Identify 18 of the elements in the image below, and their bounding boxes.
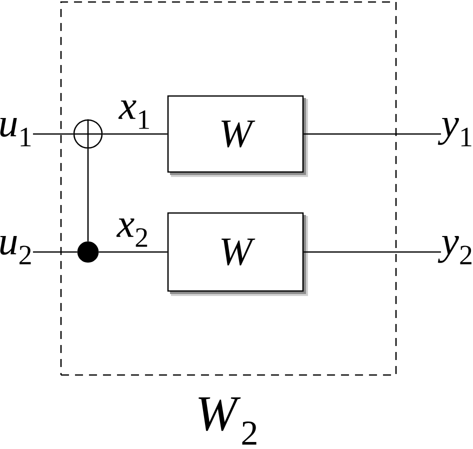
wire bbox=[102, 133, 168, 135]
wire bbox=[304, 133, 441, 135]
output-label: y$_{2}$ bbox=[438, 236, 472, 264]
input-label: u$_{2}$ bbox=[0, 236, 31, 264]
wire bbox=[33, 251, 78, 253]
wire bbox=[87, 148, 89, 242]
control-dot bbox=[77, 241, 99, 263]
process-box: W bbox=[167, 95, 308, 177]
output-label: y$_{1}$ bbox=[438, 118, 472, 146]
edge-label: x$_{2}$ bbox=[116, 217, 150, 248]
input-label: u$_{1}$ bbox=[0, 118, 31, 146]
process-box: W bbox=[167, 212, 308, 296]
wire bbox=[33, 133, 74, 135]
frame-label: W$_{2}$ bbox=[198, 397, 256, 445]
wire bbox=[98, 251, 168, 253]
edge-label: x$_{1}$ bbox=[118, 100, 152, 130]
wire bbox=[304, 251, 441, 253]
xor-symbol bbox=[73, 119, 103, 149]
